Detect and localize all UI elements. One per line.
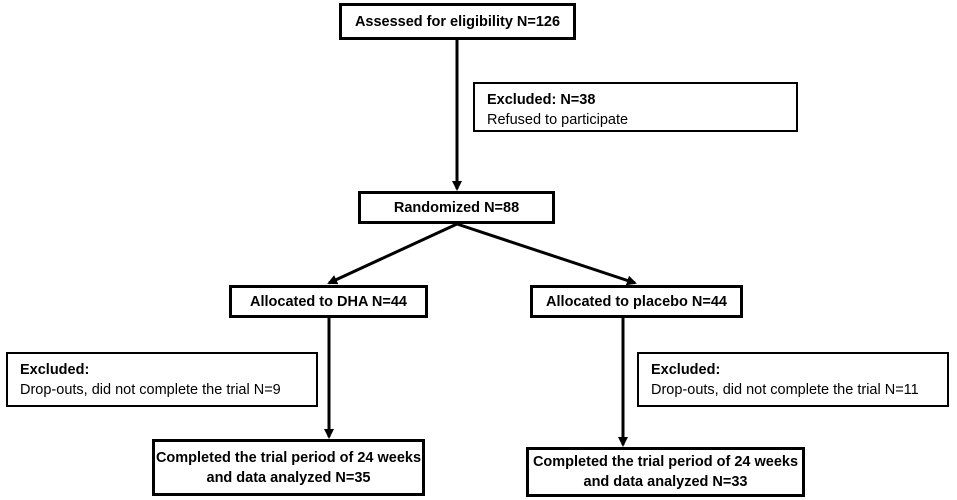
completed-placebo-line1: Completed the trial period of 24 weeks <box>532 454 799 470</box>
eligibility-label: Assessed for eligibility N=126 <box>354 13 561 30</box>
randomized-box: Randomized N=88 <box>358 191 555 224</box>
excluded-placebo-box: Excluded: Drop-outs, did not complete th… <box>637 352 949 407</box>
completed-placebo-box: Completed the trial period of 24 weeks a… <box>526 447 805 497</box>
excluded-enrollment-box: Excluded: N=38 Refused to participate <box>473 82 798 132</box>
allocated-placebo-label: Allocated to placebo N=44 <box>546 293 727 310</box>
arrow-randomized-to-dha <box>327 222 458 285</box>
allocated-dha-label: Allocated to DHA N=44 <box>250 293 407 310</box>
eligibility-box: Assessed for eligibility N=126 <box>339 3 576 40</box>
completed-dha-line2: and data analyzed N=35 <box>206 469 371 486</box>
excluded-placebo-heading: Excluded: <box>651 362 721 378</box>
excluded-enrollment-reason: Refused to participate <box>487 112 629 128</box>
completed-placebo-line2: and data analyzed N=33 <box>583 474 748 490</box>
completed-dha-box: Completed the trial period of 24 weeks a… <box>152 439 425 496</box>
allocated-placebo-box: Allocated to placebo N=44 <box>530 285 743 318</box>
excluded-dha-heading: Excluded: <box>20 362 90 378</box>
excluded-placebo-reason: Drop-outs, did not complete the trial N=… <box>651 382 919 398</box>
excluded-dha-box: Excluded: Drop-outs, did not complete th… <box>6 352 318 407</box>
randomized-label: Randomized N=88 <box>393 199 520 216</box>
excluded-enrollment-heading: Excluded: N=38 <box>487 92 596 108</box>
completed-dha-line1: Completed the trial period of 24 weeks <box>155 449 422 466</box>
allocated-dha-box: Allocated to DHA N=44 <box>229 285 428 318</box>
arrow-randomized-to-placebo <box>456 222 637 286</box>
excluded-dha-reason: Drop-outs, did not complete the trial N=… <box>20 382 281 398</box>
